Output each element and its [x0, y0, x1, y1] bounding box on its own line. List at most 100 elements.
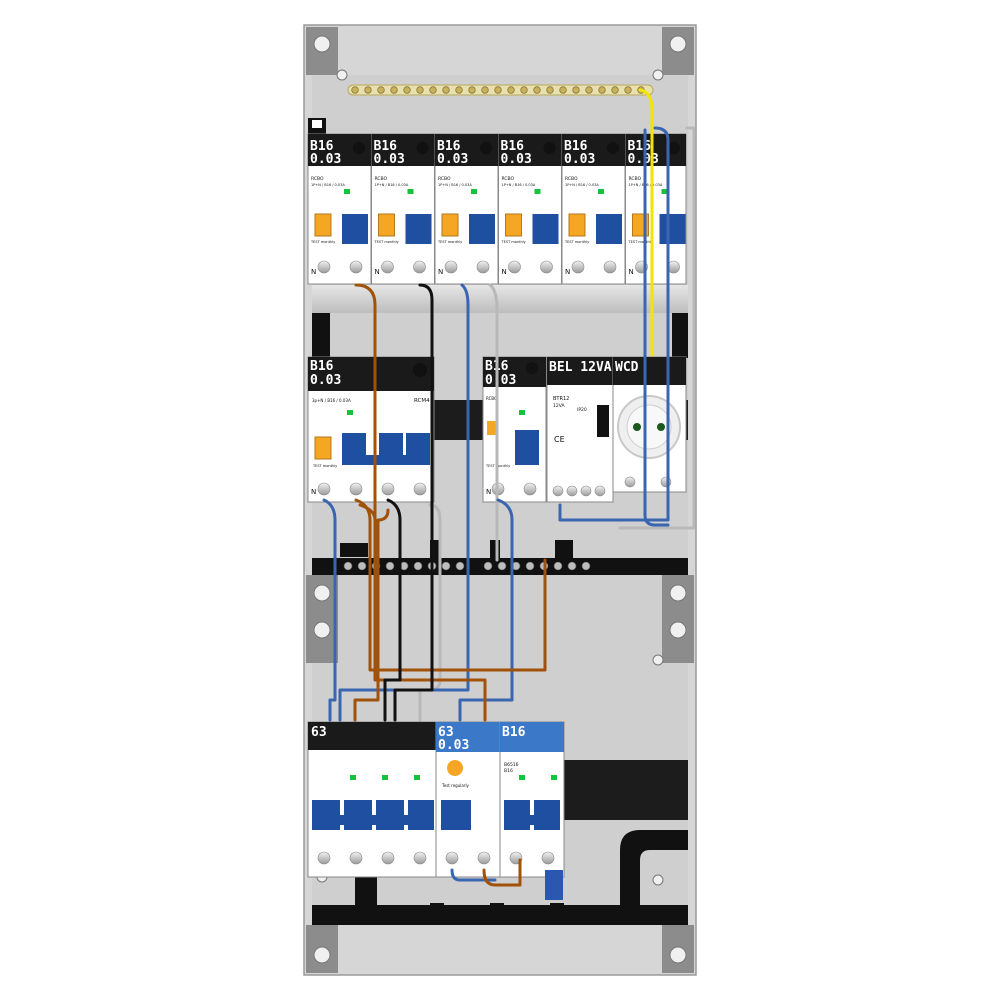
rcbo-n-label: N — [565, 268, 570, 276]
bell-ce: CE — [554, 435, 565, 444]
main-rcd-label-line2: 0.03 — [438, 738, 469, 753]
rcbo-label-line2: 0.03 — [374, 152, 405, 167]
rcbo-handle[interactable] — [405, 214, 432, 244]
rcbo-status-led — [407, 189, 414, 194]
rcbo-label-line2: 0.03 — [564, 152, 595, 167]
rcbo-handle[interactable] — [532, 214, 559, 244]
corner-mounts — [306, 27, 694, 973]
row1-rail-clip-window — [312, 120, 322, 128]
top-busbar — [347, 84, 654, 96]
rcbo-model: RCBO — [565, 176, 578, 182]
rcbo-model: RCBO — [629, 176, 642, 182]
row2-rcm4-breaker[interactable]: B16 0.03 RCM4 3p+N / B16 / 0.03A TEST mo… — [307, 356, 435, 503]
rcm4-test-button[interactable] — [314, 436, 332, 460]
rcbo-model: RCBO — [502, 176, 515, 182]
rcbo-test-button[interactable] — [568, 213, 586, 237]
rcbo-terminal-n — [444, 260, 458, 274]
row2-rcbo-test-button[interactable] — [487, 421, 497, 435]
rcbo-label-line1: B16 — [564, 139, 588, 154]
row2-rcbo-n-label: N — [486, 488, 491, 496]
rcbo-status-led — [661, 189, 668, 194]
row2-rcbo-breaker[interactable]: B16 0.03 RCBO TEST monthly N — [482, 356, 547, 503]
rcbo-test-button[interactable] — [505, 213, 522, 237]
rcbo-rating: 1P+N / B16 / 0.03A — [375, 183, 409, 187]
rcbo-test-label: TEST monthly — [564, 240, 589, 244]
rcbo-test-label: TEST monthly — [437, 240, 462, 244]
mcb-model: B6516 — [504, 762, 519, 768]
rcbo-status-led — [471, 189, 477, 194]
row2-rcbo-label-line2: 0.03 — [485, 373, 516, 388]
row2-rcbo-model: RCBO — [486, 396, 497, 401]
rcbo-label-line2: 0.03 — [310, 152, 341, 167]
main-rcd-handle[interactable] — [441, 800, 471, 830]
middle-terminal-bar — [312, 540, 688, 575]
din-socket[interactable]: WCD — [612, 356, 687, 493]
row3-mcb[interactable]: B16 B6516 B16 — [499, 721, 565, 878]
rcm4-model: RCM4 — [414, 398, 430, 404]
rcbo-handle[interactable] — [596, 214, 622, 244]
rcbo-model: RCBO — [311, 176, 324, 182]
rcbo-terminal-n — [571, 260, 585, 274]
rcbo-label-line1: B16 — [310, 139, 334, 154]
mcb-rating: B16 — [504, 768, 513, 774]
rcbo-test-label: TEST monthly — [374, 240, 399, 244]
bell-ip: IP20 — [577, 407, 587, 413]
rcbo-label-line1: B16 — [374, 139, 398, 154]
rcbo-rating: 1P+N / B16 / 0.03A — [565, 183, 599, 187]
rcbo-terminal-n — [381, 260, 394, 274]
socket-label: WCD — [615, 360, 639, 375]
rcm4-handles[interactable] — [342, 433, 430, 465]
rcbo-test-button[interactable] — [378, 213, 395, 237]
rcbo-terminal-l — [540, 260, 553, 274]
rcbo-n-label: N — [375, 268, 380, 276]
rcm4-n-label: N — [311, 488, 316, 496]
rcbo-model: RCBO — [375, 176, 388, 182]
rcbo-label-line2: 0.03 — [501, 152, 532, 167]
rcbo-screw-icon — [480, 142, 492, 154]
main-rcd[interactable]: 63 0.03 Test regularly — [435, 721, 501, 878]
mcb-handles[interactable] — [504, 800, 560, 830]
mcb-label: B16 — [502, 725, 526, 740]
rcm4-label-line2: 0.03 — [310, 373, 341, 388]
rcbo-handle[interactable] — [342, 214, 368, 244]
rcbo-handle[interactable] — [659, 214, 686, 244]
rcbo-handle[interactable] — [469, 214, 495, 244]
rcbo-terminal-n — [508, 260, 521, 274]
row2-rcbo-handle[interactable] — [515, 430, 539, 465]
main-switch-label: 63 — [311, 725, 327, 740]
rcbo-test-button[interactable] — [314, 213, 332, 237]
rcm4-rating: 3p+N / B16 / 0.03A — [312, 398, 351, 403]
rcbo-test-label: TEST monthly — [501, 240, 526, 244]
bell-rating: 12VA — [553, 403, 566, 409]
rcbo-label-line1: B16 — [437, 139, 461, 154]
rcbo-status-led — [534, 189, 541, 194]
rcbo-screw-icon — [543, 142, 556, 154]
rcbo-terminal-l — [603, 260, 617, 274]
bell-model: BTR12 — [553, 396, 569, 402]
rcbo-label-line2: 0.03 — [628, 152, 659, 167]
main-switch[interactable]: 63 — [307, 721, 437, 878]
bell-transformer-label: BEL 12VA — [549, 360, 612, 375]
rcbo-terminal-l — [349, 260, 363, 274]
rcbo-test-button[interactable] — [441, 213, 459, 237]
wiring — [322, 88, 696, 887]
rcbo-n-label: N — [629, 268, 634, 276]
rcbo-label-line2: 0.03 — [437, 152, 468, 167]
rcbo-n-label: N — [438, 268, 443, 276]
rcbo-test-label: TEST monthly — [628, 240, 653, 244]
rcbo-terminal-l — [413, 260, 426, 274]
main-switch-handles[interactable] — [312, 800, 434, 830]
rcbo-n-label: N — [311, 268, 316, 276]
rcbo-model: RCBO — [438, 176, 451, 182]
screw-icons — [313, 35, 687, 964]
rcbo-terminal-l — [476, 260, 490, 274]
main-rcd-test-button[interactable] — [447, 760, 463, 776]
